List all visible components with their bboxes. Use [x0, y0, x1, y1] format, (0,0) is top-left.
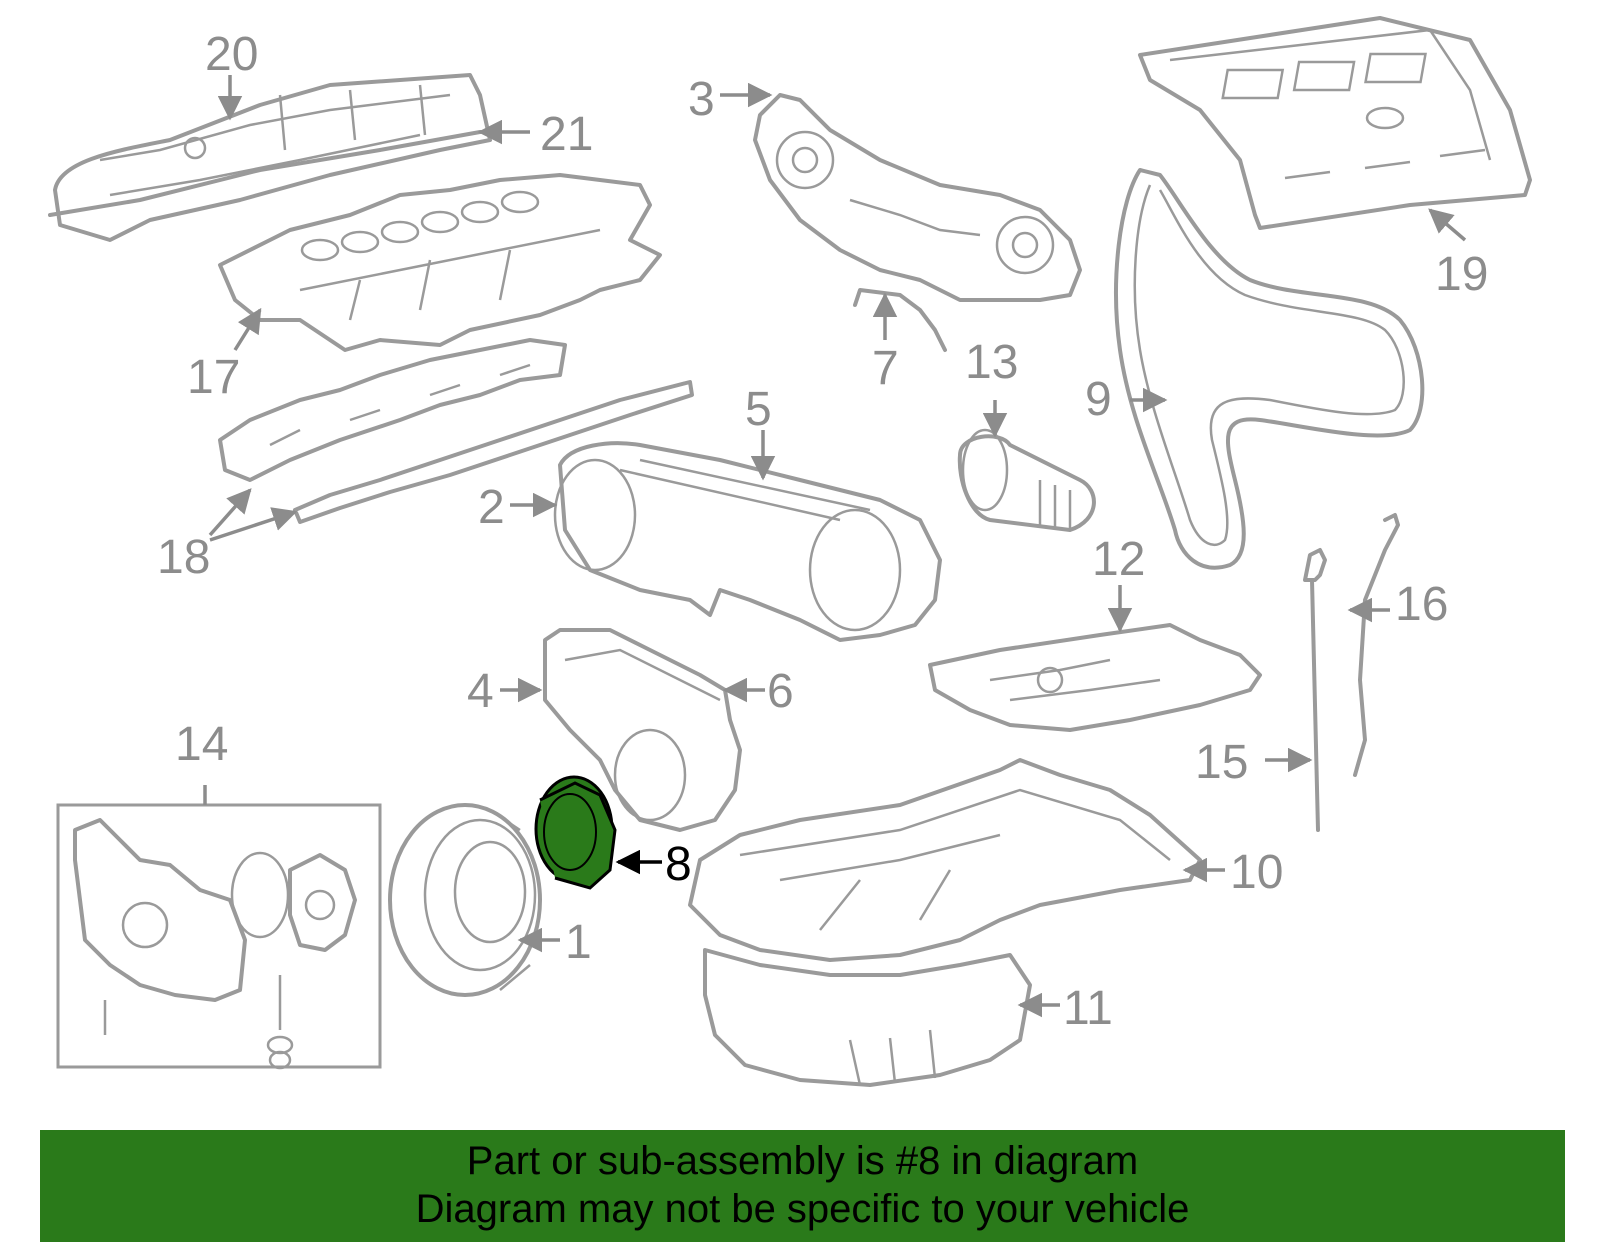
part-7-gasket: [853, 288, 947, 352]
callout-5: 5: [745, 383, 772, 436]
part-1-crank-pulley: [388, 803, 542, 997]
part-14-oil-pump-assembly: [56, 803, 382, 1070]
callout-4: 4: [467, 665, 494, 718]
callout-3: 3: [688, 73, 715, 126]
callout-12: 12: [1092, 533, 1145, 586]
part-10-oil-pan-upper: [688, 758, 1202, 962]
part-15-dipstick: [1303, 548, 1327, 832]
callout-18: 18: [157, 531, 210, 584]
callout-7: 7: [872, 342, 899, 395]
part-13-oil-filter: [957, 428, 1096, 532]
part-12-undercover: [928, 623, 1262, 732]
part-21-gasket: [48, 130, 482, 217]
callout-20: 20: [205, 28, 258, 81]
part-8-seal-highlighted: [534, 775, 617, 890]
callout-9: 9: [1085, 373, 1112, 426]
callout-2: 2: [478, 481, 505, 534]
callout-8: 8: [665, 838, 692, 891]
part-3-timing-cover: [753, 93, 1082, 302]
callout-19: 19: [1435, 248, 1488, 301]
part-18-gaskets: [218, 338, 694, 524]
callout-10: 10: [1230, 846, 1283, 899]
part-16-dipstick-tube: [1353, 513, 1400, 777]
callout-14: 14: [175, 718, 228, 771]
callout-11: 11: [1063, 982, 1113, 1035]
part-17-intake-manifold: [218, 173, 662, 352]
banner-part-note: Part or sub-assembly is #8 in diagram: [466, 1139, 1139, 1183]
leader-arrows: [203, 75, 1467, 1018]
info-banner: Part or sub-assembly is #8 in diagram Di…: [40, 1130, 1565, 1242]
callout-16: 16: [1395, 578, 1448, 631]
part-20-valve-cover: [53, 73, 492, 242]
callout-labels: 20 21 3 17 18 7 13 9 19 5 2 12 16 4 6 15…: [157, 28, 1488, 1035]
part-9-timing-belt: [1114, 168, 1425, 570]
part-5-upper-timing-cover: [553, 441, 942, 642]
callout-15: 15: [1195, 736, 1248, 789]
callout-13: 13: [965, 336, 1018, 389]
callout-1: 1: [565, 916, 592, 969]
callout-6: 6: [767, 665, 794, 718]
part-19-engine-cover: [1138, 16, 1532, 230]
callout-21: 21: [540, 108, 593, 161]
part-4-lower-timing-cover: [543, 628, 742, 832]
part-11-oil-pan-lower: [703, 948, 1032, 1087]
callout-17: 17: [187, 351, 240, 404]
banner-disclaimer: Diagram may not be specific to your vehi…: [415, 1187, 1190, 1231]
